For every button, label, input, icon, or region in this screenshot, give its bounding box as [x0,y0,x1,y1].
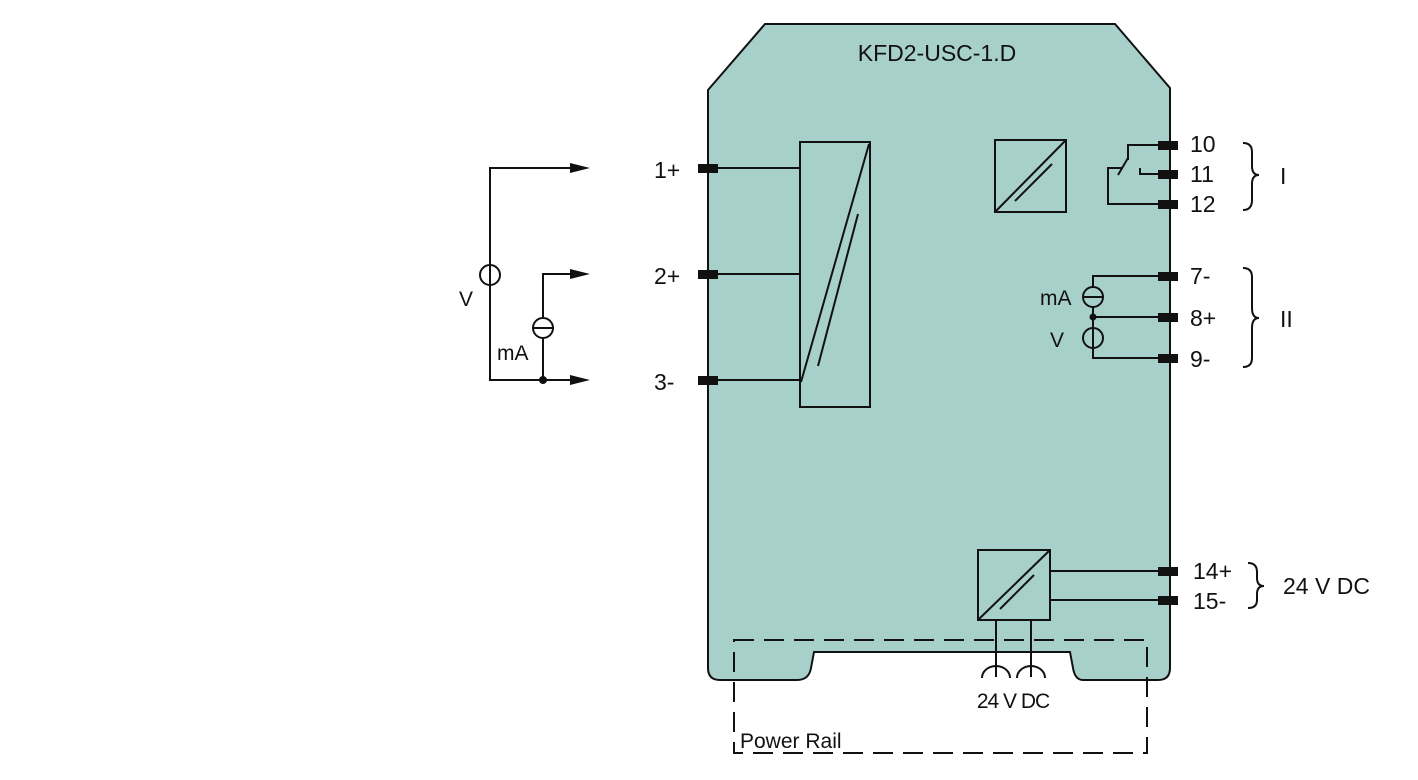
terminal-14 [1158,567,1178,576]
terminal-label-8: 8+ [1190,305,1216,331]
external-input-circuit [479,163,590,385]
terminal-7 [1158,272,1178,281]
terminal-15 [1158,596,1178,605]
terminal-3 [698,376,718,385]
device-title: KFD2-USC-1.D [858,40,1016,66]
brace-icon [1247,562,1265,609]
terminal-11 [1158,170,1178,179]
terminal-2 [698,270,718,279]
power-rail-outline [733,639,1148,754]
terminal-1 [698,164,718,173]
analog-output-circuit [1082,275,1160,359]
terminal-label-11: 11 [1190,161,1214,187]
rail-connector-icon [1016,665,1046,679]
device-housing [707,23,1171,681]
terminal-label-10: 10 [1190,131,1216,157]
input-current-label: mA [497,342,529,365]
terminal-12 [1158,200,1178,209]
supply-label: 24 V DC [1283,573,1370,599]
rail-supply-label: 24 V DC [977,690,1050,713]
terminal-10 [1158,141,1178,150]
terminal-label-14: 14+ [1193,558,1232,584]
terminal-8 [1158,313,1178,322]
input-converter-block [799,141,871,408]
power-converter-block [977,549,1160,679]
relay-contact-icon [1107,144,1160,205]
terminal-label-3: 3- [654,369,674,395]
power-rail-label: Power Rail [740,730,842,753]
terminal-label-7: 7- [1190,263,1210,289]
output-current-label: mA [1040,287,1072,310]
group-label-I: I [1280,163,1286,189]
terminal-label-9: 9- [1190,346,1210,372]
terminal-label-2: 2+ [654,263,680,289]
group-label-II: II [1280,306,1293,332]
rail-connector-icon [981,665,1011,679]
output-voltage-label: V [1050,329,1064,352]
terminal-9 [1158,354,1178,363]
terminal-label-12: 12 [1190,191,1216,217]
relay-converter-block [994,139,1067,213]
brace-icon [1242,267,1260,368]
brace-icon [1242,142,1260,211]
terminal-label-1: 1+ [654,157,680,183]
input-voltage-label: V [459,288,473,311]
terminal-label-15: 15- [1193,588,1226,614]
